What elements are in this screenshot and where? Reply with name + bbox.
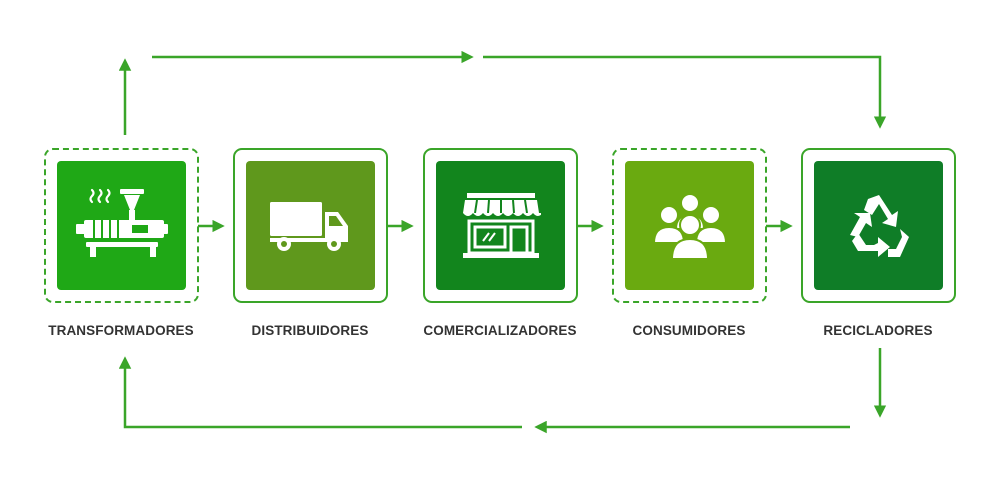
stage-tile-recicladores: [814, 161, 943, 290]
stage-tile-consumidores: [625, 161, 754, 290]
stage-tile-distribuidores: [246, 161, 375, 290]
stage-label-comercializadores: COMERCIALIZADORES: [423, 323, 577, 338]
stage-label-distribuidores: DISTRIBUIDORES: [251, 323, 369, 338]
stage-frame-consumidores: [612, 148, 767, 303]
injection-machine-icon: [72, 186, 172, 266]
recycle-icon: [844, 191, 914, 261]
stage-label-transformadores: TRANSFORMADORES: [48, 323, 194, 338]
stage-label-recicladores: RECICLADORES: [823, 323, 933, 338]
stage-frame-recicladores: [801, 148, 956, 303]
truck-icon: [266, 196, 356, 256]
arrow-top-right: [483, 55, 887, 129]
people-icon: [650, 191, 730, 261]
stage-frame-comercializadores: [423, 148, 578, 303]
stage-tile-transformadores: [57, 161, 186, 290]
storefront-icon: [461, 191, 541, 261]
arrow-bottom-left: [118, 356, 522, 429]
stage-frame-distribuidores: [233, 148, 388, 303]
stage-tile-comercializadores: [436, 161, 565, 290]
stage-frame-transformadores: [44, 148, 199, 303]
stage-label-consumidores: CONSUMIDORES: [632, 323, 746, 338]
